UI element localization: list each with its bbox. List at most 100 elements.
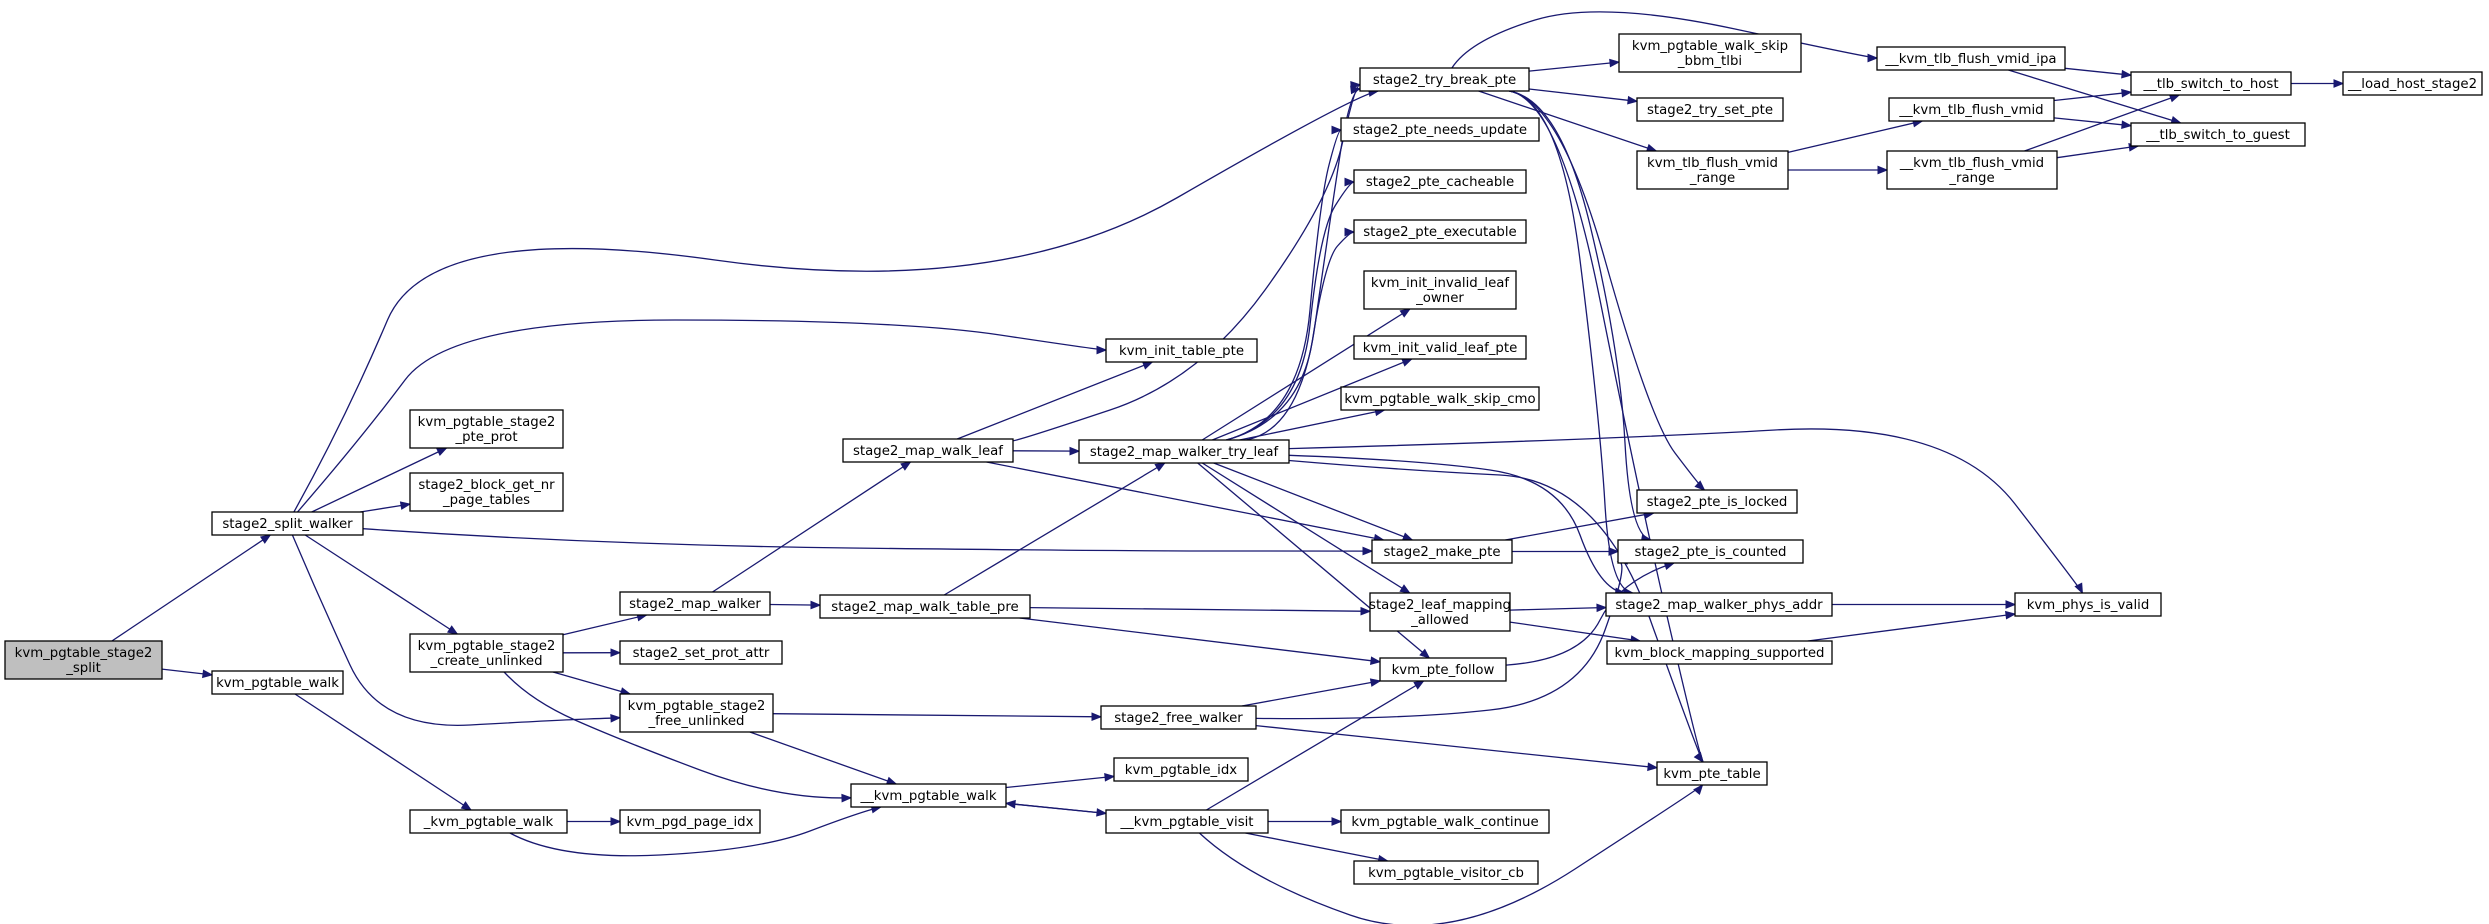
node-try-set[interactable]: stage2_try_set_pte <box>1636 97 1784 122</box>
node-walk[interactable]: _kvm_pgtable_walk <box>409 809 568 834</box>
arrowhead <box>1141 361 1154 370</box>
node-is-counted[interactable]: stage2_pte_is_counted <box>1617 539 1804 564</box>
node-phys-valid[interactable]: kvm_phys_is_valid <box>2014 592 2162 617</box>
arrowhead <box>1694 480 1706 491</box>
node-box <box>2130 122 2306 147</box>
node-free-walker[interactable]: stage2_free_walker <box>1100 705 1257 730</box>
node-box <box>1606 640 1833 665</box>
arrowhead <box>446 625 459 635</box>
node-box <box>1636 97 1784 122</box>
node-box <box>1078 439 1290 464</box>
arrowhead <box>1370 656 1382 665</box>
node-phys-addr[interactable]: stage2_map_walker_phys_addr <box>1605 592 1833 617</box>
node-try-leaf[interactable]: stage2_map_walker_try_leaf <box>1078 439 1290 464</box>
node-box <box>1353 335 1527 360</box>
edge-__walk-to-pgtable_idx <box>1005 773 1116 789</box>
node-box <box>1371 539 1513 564</box>
arrowhead <box>1350 85 1362 95</box>
node-valid-leaf[interactable]: kvm_init_valid_leaf_pte <box>1353 335 1527 360</box>
node-map-walker[interactable]: stage2_map_walker <box>619 591 771 616</box>
arrowhead <box>2121 69 2133 79</box>
edge-leaf_allowed-to-block_supported <box>1509 621 1642 644</box>
arrowhead <box>610 817 622 826</box>
arrowhead <box>202 669 214 679</box>
node-block-nr[interactable]: stage2_block_get_nr_page_tables <box>409 472 564 512</box>
node-walk-continue[interactable]: kvm_pgtable_walk_continue <box>1340 809 1550 834</box>
node-flush-vmid[interactable]: __kvm_tlb_flush_vmid <box>1888 97 2055 122</box>
node-pgtable-idx[interactable]: kvm_pgtable_idx <box>1113 757 1249 782</box>
node-pte-table[interactable]: kvm_pte_table <box>1656 761 1768 786</box>
arrowhead <box>1693 751 1704 764</box>
node-flush-range[interactable]: __kvm_tlb_flush_vmid_range <box>1886 150 2058 190</box>
node-executable[interactable]: stage2_pte_executable <box>1353 219 1527 244</box>
node-make-pte[interactable]: stage2_make_pte <box>1371 539 1513 564</box>
node-box <box>409 409 564 449</box>
node-block-supported[interactable]: kvm_block_mapping_supported <box>1606 640 1833 665</box>
node-pgtable-walk[interactable]: kvm_pgtable_walk <box>211 670 344 695</box>
arrowhead <box>1069 446 1081 456</box>
edge-switch_host-to-load_host <box>2291 79 2345 88</box>
node-skip-bbm[interactable]: kvm_pgtable_walk_skip_bbm_tlbi <box>1618 33 1802 73</box>
nodes-layer: kvm_pgtable_stage2_split stage2_split_wal… <box>4 33 2483 885</box>
edge-flush_range-to-__flush_range <box>1788 165 1889 175</box>
node-box <box>1617 539 1804 564</box>
node-skip-cmo[interactable]: kvm_pgtable_walk_skip_cmo <box>1340 386 1540 411</box>
node-label: __tlb_switch_to_guest <box>2145 128 2290 143</box>
edges-layer <box>111 11 2345 924</box>
node-load-host[interactable]: __load_host_stage2 <box>2342 71 2483 96</box>
node-is-locked[interactable]: stage2_pte_is_locked <box>1636 489 1798 514</box>
node-map-walk-leaf[interactable]: stage2_map_walk_leaf <box>842 438 1014 463</box>
node-create-unlinked[interactable]: kvm_pgtable_stage2_create_unlinked <box>409 633 564 673</box>
node-box <box>1876 46 2066 71</box>
node-table-pre[interactable]: stage2_map_walk_table_pre <box>819 594 1031 619</box>
node-visit[interactable]: __kvm_pgtable_visit <box>1105 809 1269 834</box>
node-label: stage2_map_walk_leaf <box>853 444 1003 459</box>
node-leaf-allowed[interactable]: stage2_leaf_mapping_allowed <box>1369 592 1511 632</box>
node-init-table[interactable]: kvm_init_table_pte <box>1105 338 1258 363</box>
node-switch-guest[interactable]: __tlb_switch_to_guest <box>2130 122 2306 147</box>
edge-visit-to-walk_continue <box>1268 817 1343 826</box>
node-box <box>1656 761 1768 786</box>
arrowhead <box>1399 308 1412 318</box>
node-box <box>2342 71 2483 96</box>
node-box <box>1886 150 2058 190</box>
node-box <box>619 591 771 616</box>
node-visitor-cb[interactable]: kvm_pgtable_visitor_cb <box>1353 860 1539 885</box>
arrowhead <box>1401 532 1414 541</box>
node-label: _kvm_pgtable_walk <box>423 815 554 830</box>
node-label: kvm_pgtable_idx <box>1125 763 1238 778</box>
node-label: stage2_pte_executable <box>1363 225 1517 240</box>
node-label: kvm_init_table_pte <box>1119 344 1244 359</box>
node-try-break[interactable]: stage2_try_break_pte <box>1359 67 1530 92</box>
node-root[interactable]: kvm_pgtable_stage2_split <box>4 640 163 680</box>
node-pte-follow[interactable]: kvm_pte_follow <box>1379 657 1507 682</box>
edge-flush_ipa-to-switch_host <box>2064 67 2133 79</box>
node-free-unlinked[interactable]: kvm_pgtable_stage2_free_unlinked <box>619 693 774 733</box>
node-label: __kvm_tlb_flush_vmid <box>1898 103 2043 118</box>
node-label: _owner <box>1415 291 1464 306</box>
node-walk[interactable]: __kvm_pgtable_walk <box>850 783 1007 808</box>
node-invalid-leaf[interactable]: kvm_init_invalid_leaf_owner <box>1363 270 1517 310</box>
arrowhead <box>1877 165 1889 175</box>
node-needs-update[interactable]: stage2_pte_needs_update <box>1340 117 1540 142</box>
arrowhead <box>2121 88 2133 98</box>
edge-_walk-to-pgd_idx <box>567 817 622 826</box>
edge-visit-to-pte_table <box>1198 783 1704 924</box>
node-label: _split <box>65 661 101 676</box>
node-box <box>1353 860 1539 885</box>
node-set-prot[interactable]: stage2_set_prot_attr <box>619 640 783 665</box>
node-box <box>1340 809 1550 834</box>
node-flush-ipa[interactable]: __kvm_tlb_flush_vmid_ipa <box>1876 46 2066 71</box>
arrowhead <box>810 600 822 610</box>
node-cacheable[interactable]: stage2_pte_cacheable <box>1353 169 1527 194</box>
node-box <box>619 640 783 665</box>
node-switch-host[interactable]: __tlb_switch_to_host <box>2130 71 2292 96</box>
arrowhead <box>1401 358 1413 367</box>
node-box <box>211 670 344 695</box>
node-pte-prot[interactable]: kvm_pgtable_stage2_pte_prot <box>409 409 564 449</box>
node-flush-range[interactable]: kvm_tlb_flush_vmid_range <box>1636 150 1789 190</box>
node-label: stage2_map_walker_phys_addr <box>1615 598 1823 613</box>
node-split-walker[interactable]: stage2_split_walker <box>211 511 364 536</box>
node-pgd-idx[interactable]: kvm_pgd_page_idx <box>619 809 761 834</box>
node-box <box>1353 169 1527 194</box>
